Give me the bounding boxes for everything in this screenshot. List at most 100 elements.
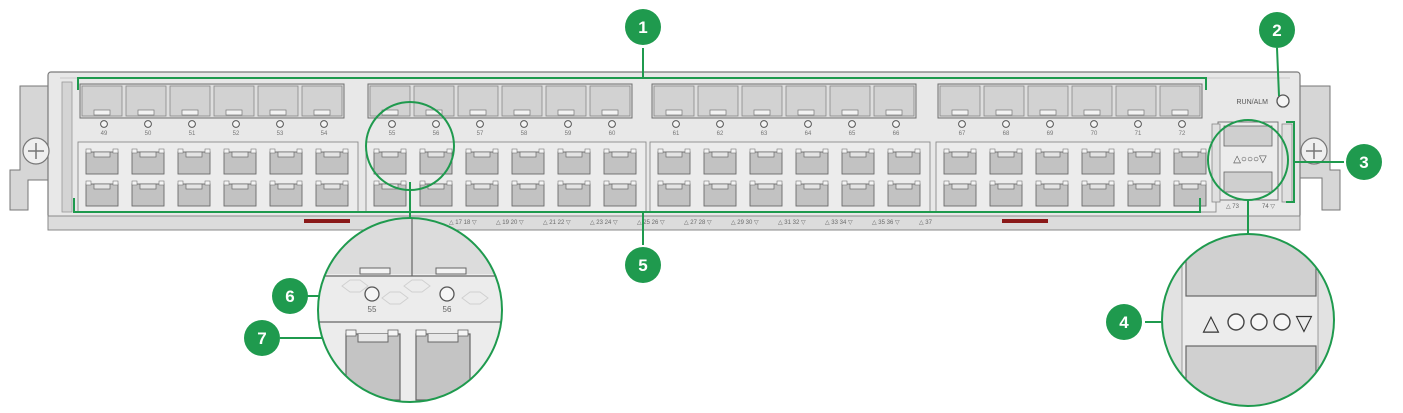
- zoom-rj45-port-a: [345, 333, 401, 401]
- sfp-led-number: 68: [1003, 131, 1010, 137]
- led-bar-left: [304, 219, 350, 223]
- copper-port-label: △ 29 30 ▽: [731, 220, 759, 226]
- zoom-led-56: [439, 286, 455, 302]
- copper-port-label: △ 17 18 ▽: [449, 220, 477, 226]
- sfp-led-number: 65: [849, 131, 856, 137]
- sfp-status-led: [1134, 120, 1142, 128]
- sfp-status-led: [1090, 120, 1098, 128]
- sfp-led-number: 58: [521, 131, 528, 137]
- copper-port-label: △ 21 22 ▽: [543, 220, 571, 226]
- sfp-led-number: 56: [433, 131, 440, 137]
- sfp-port-group: [937, 83, 1203, 119]
- sfp-status-led: [1046, 120, 1054, 128]
- svg-text:▽: ▽: [1296, 310, 1313, 335]
- sfp-status-led: [432, 120, 440, 128]
- right-captive-screw: [1300, 137, 1328, 165]
- copper-port-block: [935, 141, 1217, 213]
- sfp-status-led: [144, 120, 152, 128]
- svg-text:△○○○▽: △○○○▽: [1233, 154, 1267, 165]
- callout-badge-6: 6: [272, 278, 308, 314]
- sfp-status-led: [1178, 120, 1186, 128]
- copper-port-label: △ 31 32 ▽: [778, 220, 806, 226]
- copper-port-label: △ 35 36 ▽: [872, 220, 900, 226]
- sfp-led-number: 60: [609, 131, 616, 137]
- callout-number: 6: [285, 287, 294, 306]
- sfp-led-number: 72: [1179, 131, 1186, 137]
- led-bar-right: [1002, 219, 1048, 223]
- sfp-led-number: 67: [959, 131, 966, 137]
- sfp-status-led: [1002, 120, 1010, 128]
- sfp-status-led: [188, 120, 196, 128]
- callout-number: 2: [1272, 21, 1281, 40]
- left-captive-screw: [22, 137, 50, 165]
- sfp-status-led: [608, 120, 616, 128]
- zoom-source-combo-leds: [1207, 119, 1289, 201]
- sfp-led-number: 69: [1047, 131, 1054, 137]
- callout-number: 4: [1119, 313, 1129, 332]
- sfp-led-number: 55: [389, 131, 396, 137]
- callout-number: 1: [638, 18, 647, 37]
- callout-number: 3: [1359, 153, 1368, 172]
- sfp-port-group: [651, 83, 917, 119]
- combo-port-area: △○○○▽ △ 73 74 ▽: [1211, 121, 1293, 210]
- sfp-status-led: [232, 120, 240, 128]
- sfp-led-number: 70: [1091, 131, 1098, 137]
- callout-badge-1: 1: [625, 9, 661, 45]
- copper-port-label: △ 23 24 ▽: [590, 220, 618, 226]
- callout-circle: [1106, 304, 1142, 340]
- sfp-led-number: 53: [277, 131, 284, 137]
- copper-port-label: △ 25 26 ▽: [637, 220, 665, 226]
- callout-circle: [1346, 144, 1382, 180]
- sfp-status-led: [564, 120, 572, 128]
- zoom-led-label-55: 55: [368, 305, 377, 314]
- zoom-led-55: [364, 286, 380, 302]
- copper-port-label: △ 27 28 ▽: [684, 220, 712, 226]
- combo-label-74: 74 ▽: [1262, 204, 1275, 210]
- sfp-status-led: [100, 120, 108, 128]
- sfp-status-led: [716, 120, 724, 128]
- copper-port-label: △ 37: [919, 220, 933, 226]
- zoom-combo-led-2: [1250, 313, 1268, 331]
- callout-badge-2: 2: [1259, 12, 1295, 48]
- sfp-status-led: [958, 120, 966, 128]
- callout-circle: [1259, 12, 1295, 48]
- sfp-port-group: [367, 83, 633, 119]
- sfp-led-number: 51: [189, 131, 196, 137]
- run-alm-label: RUN/ALM: [1236, 99, 1268, 106]
- sfp-led-number: 66: [893, 131, 900, 137]
- zoom-combo-led-1: [1227, 313, 1245, 331]
- sfp-port-group: [79, 83, 345, 119]
- sfp-led-number: 63: [761, 131, 768, 137]
- sfp-led-number: 50: [145, 131, 152, 137]
- copper-port-label: △ 33 34 ▽: [825, 220, 853, 226]
- svg-text:△: △: [1203, 310, 1220, 335]
- callout-circle: [244, 320, 280, 356]
- sfp-status-led: [672, 120, 680, 128]
- callout-circle: [625, 247, 661, 283]
- callout-number: 7: [257, 329, 266, 348]
- sfp-led-number: 49: [101, 131, 108, 137]
- run-alm-led: [1276, 94, 1290, 108]
- sfp-led-number: 62: [717, 131, 724, 137]
- copper-port-label: △ 19 20 ▽: [496, 220, 524, 226]
- sfp-status-led: [804, 120, 812, 128]
- sfp-led-number: 57: [477, 131, 484, 137]
- sfp-status-led: [276, 120, 284, 128]
- callout-badge-5: 5: [625, 247, 661, 283]
- sfp-status-led: [476, 120, 484, 128]
- combo-label-73: △ 73: [1226, 204, 1240, 210]
- sfp-led-number: 64: [805, 131, 812, 137]
- sfp-status-led: [848, 120, 856, 128]
- sfp-led-number: 52: [233, 131, 240, 137]
- sfp-led-number: 71: [1135, 131, 1142, 137]
- callout-badge-4: 4: [1106, 304, 1142, 340]
- callout-badge-3: 3: [1346, 144, 1382, 180]
- zoom-rj45-port-b: [415, 333, 471, 401]
- callout-circle: [272, 278, 308, 314]
- sfp-led-number: 54: [321, 131, 328, 137]
- zoom-led-label-56: 56: [443, 305, 452, 314]
- copper-port-block: [365, 141, 647, 213]
- sfp-status-led: [388, 120, 396, 128]
- callout-badge-7: 7: [244, 320, 280, 356]
